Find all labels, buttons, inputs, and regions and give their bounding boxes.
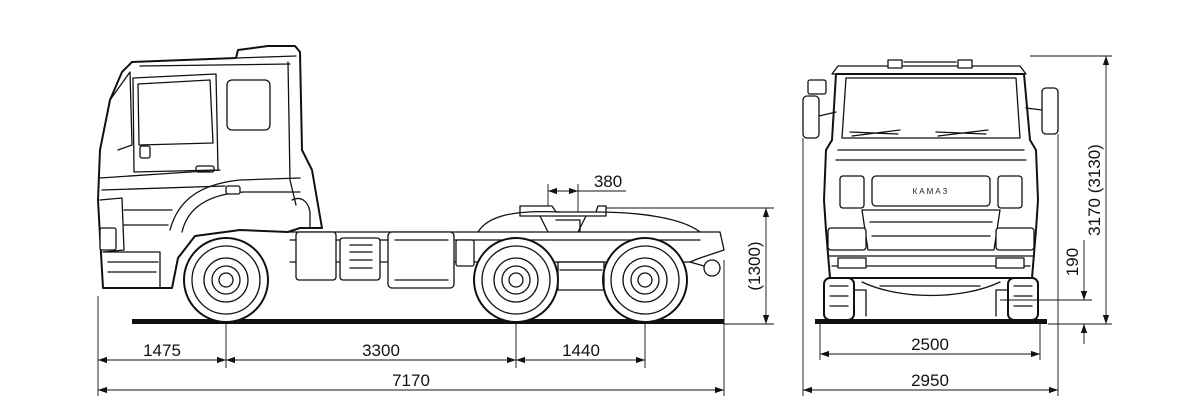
dim-front-overhang: 1475 — [143, 341, 181, 360]
front-logo: КАМАЗ — [913, 187, 950, 196]
rear-wheel-2 — [602, 237, 688, 323]
front-ground-line — [815, 319, 1047, 324]
dim-ground-clearance: 190 — [1063, 248, 1082, 276]
right-mirror — [1025, 87, 1059, 135]
dim-track-width: 2500 — [911, 335, 949, 354]
front-left-tire — [823, 277, 855, 321]
dim-tandem-spacing: 1440 — [562, 341, 600, 360]
front-wheel — [183, 237, 269, 323]
dim-fifth-wheel-offset: 380 — [594, 172, 622, 191]
fuel-tank — [387, 231, 455, 289]
front-windshield — [841, 77, 1021, 139]
front-view: КАМАЗ — [802, 55, 1112, 396]
fifth-wheel — [519, 205, 607, 217]
left-mirror — [802, 79, 837, 139]
side-ground-line — [132, 319, 724, 324]
front-grille — [871, 175, 991, 207]
dim-wheelbase: 3300 — [362, 341, 400, 360]
dim-fifth-wheel-height: (1300) — [745, 241, 764, 290]
rear-wheel-1 — [473, 237, 559, 323]
cab-door-window — [137, 79, 214, 146]
front-right-tire — [1007, 277, 1039, 321]
dim-overall-width: 2950 — [911, 371, 949, 390]
dim-overall-length: 7170 — [392, 371, 430, 390]
side-view: 1475 3300 1440 7170 380 (1300) — [97, 45, 774, 396]
cab-rear-window — [226, 79, 271, 131]
dim-overall-height: 3170 (3130) — [1085, 144, 1104, 236]
